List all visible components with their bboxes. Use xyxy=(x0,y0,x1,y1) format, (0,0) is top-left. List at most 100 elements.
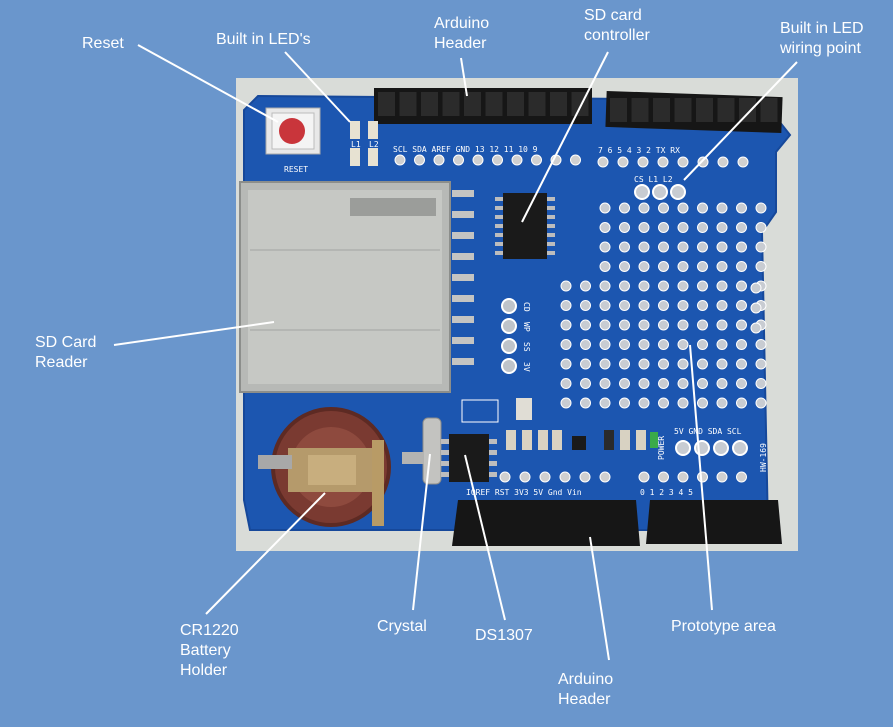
proto-hole xyxy=(716,280,728,292)
proto-hole xyxy=(560,280,572,292)
socket xyxy=(485,92,503,116)
leader-builtin-leds xyxy=(284,51,351,123)
proto-hole xyxy=(697,339,708,350)
leader-lines xyxy=(113,44,798,661)
ic-leg xyxy=(495,215,503,219)
proto-hole xyxy=(599,222,611,233)
pin xyxy=(637,156,649,168)
proto-hole xyxy=(560,397,572,409)
label-arduino-header-bottom: Arduino Header xyxy=(558,671,614,708)
proto-hole xyxy=(677,241,689,253)
pin xyxy=(579,471,591,483)
socket xyxy=(674,98,692,122)
proto-hole xyxy=(599,378,611,389)
pin xyxy=(570,154,581,166)
ic-leg xyxy=(495,242,503,246)
led-wiring-pad xyxy=(652,184,668,200)
sd-card-contacts xyxy=(452,190,474,365)
proto-hole xyxy=(677,261,689,272)
pin xyxy=(677,156,689,168)
pin xyxy=(717,156,729,168)
sd-card-slot xyxy=(239,181,451,393)
proto-hole xyxy=(716,319,728,331)
leader-reset xyxy=(137,44,279,123)
proto-hole xyxy=(716,241,728,253)
proto-hole xyxy=(560,300,572,311)
pin xyxy=(472,154,484,166)
ic-leg xyxy=(547,251,555,255)
proto-hole xyxy=(736,378,747,389)
spi-label: WP xyxy=(522,322,531,332)
top-header-pins xyxy=(394,154,749,168)
power-pin-labels: IOREF RST 3V3 5V Gnd Vin xyxy=(466,488,582,497)
proto-hole xyxy=(677,319,689,331)
i2c-pad xyxy=(675,440,691,456)
proto-hole xyxy=(619,202,630,214)
proto-hole xyxy=(697,300,708,311)
proto-hole xyxy=(736,319,747,331)
proto-hole xyxy=(638,339,650,350)
pin xyxy=(697,471,708,483)
label-builtin-leds: Built in LED's xyxy=(216,31,311,48)
proto-hole xyxy=(658,378,669,389)
proto-hole xyxy=(677,300,689,311)
top-pin-labels-right: 7 6 5 4 3 2 TX RX xyxy=(598,146,680,155)
spi-pad xyxy=(501,298,517,314)
proto-hole xyxy=(677,339,689,350)
l2-silk: L2 xyxy=(369,140,379,149)
proto-hole xyxy=(599,261,611,272)
pin xyxy=(697,156,709,168)
proto-hole xyxy=(560,358,572,370)
proto-hole xyxy=(658,339,669,350)
sd-controller-legs xyxy=(495,197,555,255)
proto-hole xyxy=(755,222,767,233)
leader-sd-card-reader xyxy=(113,321,275,346)
proto-hole xyxy=(697,319,708,331)
led-wiring-pad xyxy=(670,184,686,200)
proto-hole xyxy=(697,222,708,233)
top-header-sockets xyxy=(378,92,778,122)
sd-contact xyxy=(452,337,474,344)
proto-hole xyxy=(599,300,611,311)
socket xyxy=(717,98,735,122)
proto-hole xyxy=(677,358,689,370)
proto-hole xyxy=(619,378,630,389)
pin xyxy=(414,154,425,166)
leader-battery-holder xyxy=(205,492,326,615)
proto-hole xyxy=(580,300,591,311)
proto-hole xyxy=(716,397,728,409)
proto-hole xyxy=(736,300,747,311)
ds1307-legs xyxy=(441,439,497,477)
proto-hole xyxy=(619,358,630,370)
model-silk: HW-169 xyxy=(759,443,768,472)
ic-leg xyxy=(547,242,555,246)
l1-silk: L1 xyxy=(351,140,361,149)
led-wiring-pad xyxy=(634,184,650,200)
proto-hole xyxy=(580,378,591,389)
proto-hole xyxy=(638,358,650,370)
socket xyxy=(610,98,627,122)
label-builtin-led-wiring: Built in LED wiring point xyxy=(780,20,864,57)
proto-hole xyxy=(755,397,767,409)
socket xyxy=(421,92,438,116)
proto-hole xyxy=(697,280,708,292)
socket xyxy=(528,92,546,116)
proto-hole xyxy=(560,319,572,331)
proto-hole xyxy=(619,397,630,409)
sd-contact xyxy=(452,274,474,281)
proto-hole xyxy=(716,222,728,233)
label-ds1307: DS1307 xyxy=(475,627,533,644)
ic-leg xyxy=(441,472,449,477)
pin xyxy=(492,154,503,166)
proto-hole xyxy=(697,202,708,214)
socket xyxy=(399,92,417,116)
spi-label: 3V xyxy=(522,362,531,372)
proto-hole xyxy=(658,202,669,214)
ic-leg xyxy=(495,224,503,228)
spi-label: SS xyxy=(522,342,531,352)
proto-hole xyxy=(599,319,611,331)
top-pin-labels: SCL SDA AREF GND 13 12 11 10 9 xyxy=(393,145,538,154)
proto-hole xyxy=(736,397,747,409)
socket xyxy=(760,98,778,122)
